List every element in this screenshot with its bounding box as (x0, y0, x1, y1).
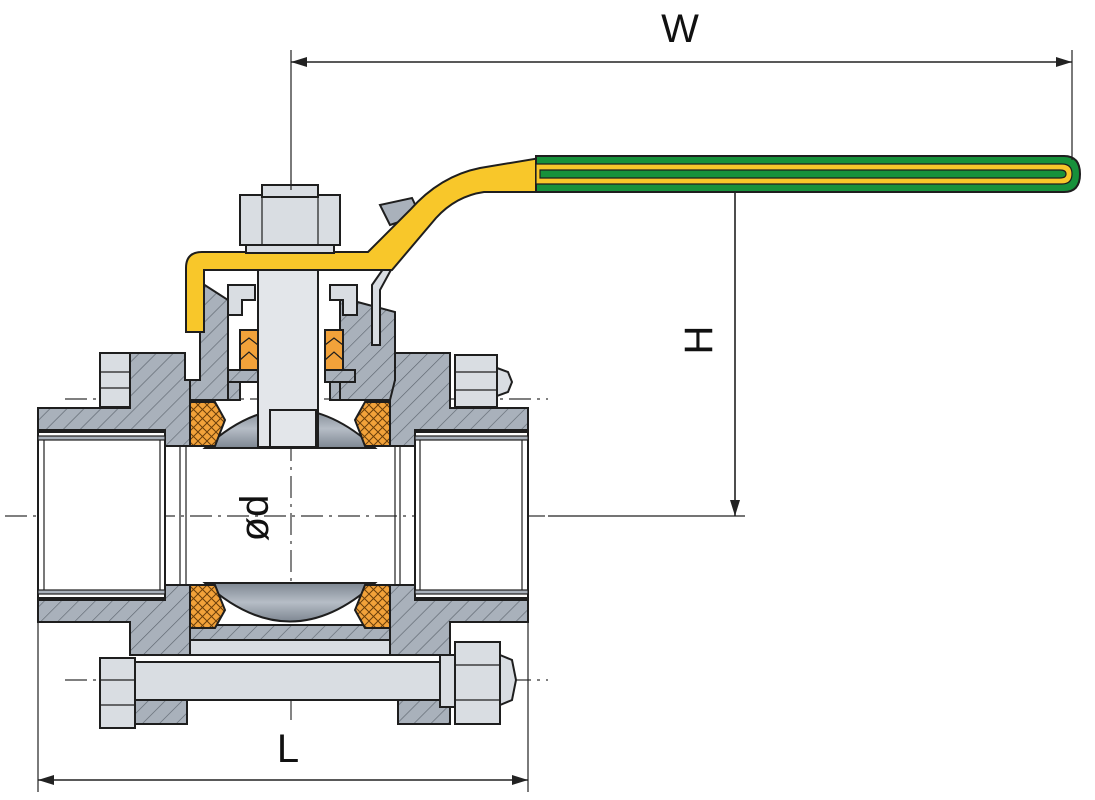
dimension-h: H (548, 192, 745, 517)
handle-lever (185, 156, 541, 333)
bolt-washer (439, 654, 456, 708)
left-pipe-bore (37, 431, 166, 599)
handle (185, 155, 1082, 333)
seat-top-left (189, 401, 227, 447)
nut-left-block (134, 699, 188, 725)
dimension-w: W (290, 7, 1073, 190)
nut-washer (245, 244, 335, 254)
seat-top-right (353, 401, 391, 447)
gland-right (329, 284, 358, 316)
nut-hex (239, 194, 341, 246)
l-label: L (277, 727, 299, 771)
valve-body (37, 280, 529, 656)
packing-right (324, 329, 344, 371)
nut-top (261, 184, 319, 198)
top-bolt-head-left (99, 352, 131, 408)
w-label: W (661, 7, 699, 51)
bolt-tip (499, 653, 518, 707)
bore-label: ød (233, 495, 277, 542)
bottom-bolt-assembly (99, 641, 518, 729)
seat-bottom-right (353, 584, 391, 629)
stem-tang (269, 409, 317, 448)
right-pipe-bore (414, 431, 529, 599)
dimension-l: L (37, 622, 529, 792)
packing-left (239, 329, 259, 371)
ball-bottom (202, 582, 378, 623)
seats (189, 401, 391, 629)
top-bolt-tip (496, 366, 514, 398)
h-label: H (677, 326, 721, 355)
stem-nut (239, 184, 341, 254)
gland-left (227, 284, 256, 316)
bolt-shaft (134, 661, 466, 701)
bolt-nut (454, 641, 501, 725)
seat-bottom-left (189, 584, 227, 629)
bolt-head (99, 657, 136, 729)
stem-assembly (227, 261, 358, 448)
top-bolt-nut-right (454, 354, 498, 408)
